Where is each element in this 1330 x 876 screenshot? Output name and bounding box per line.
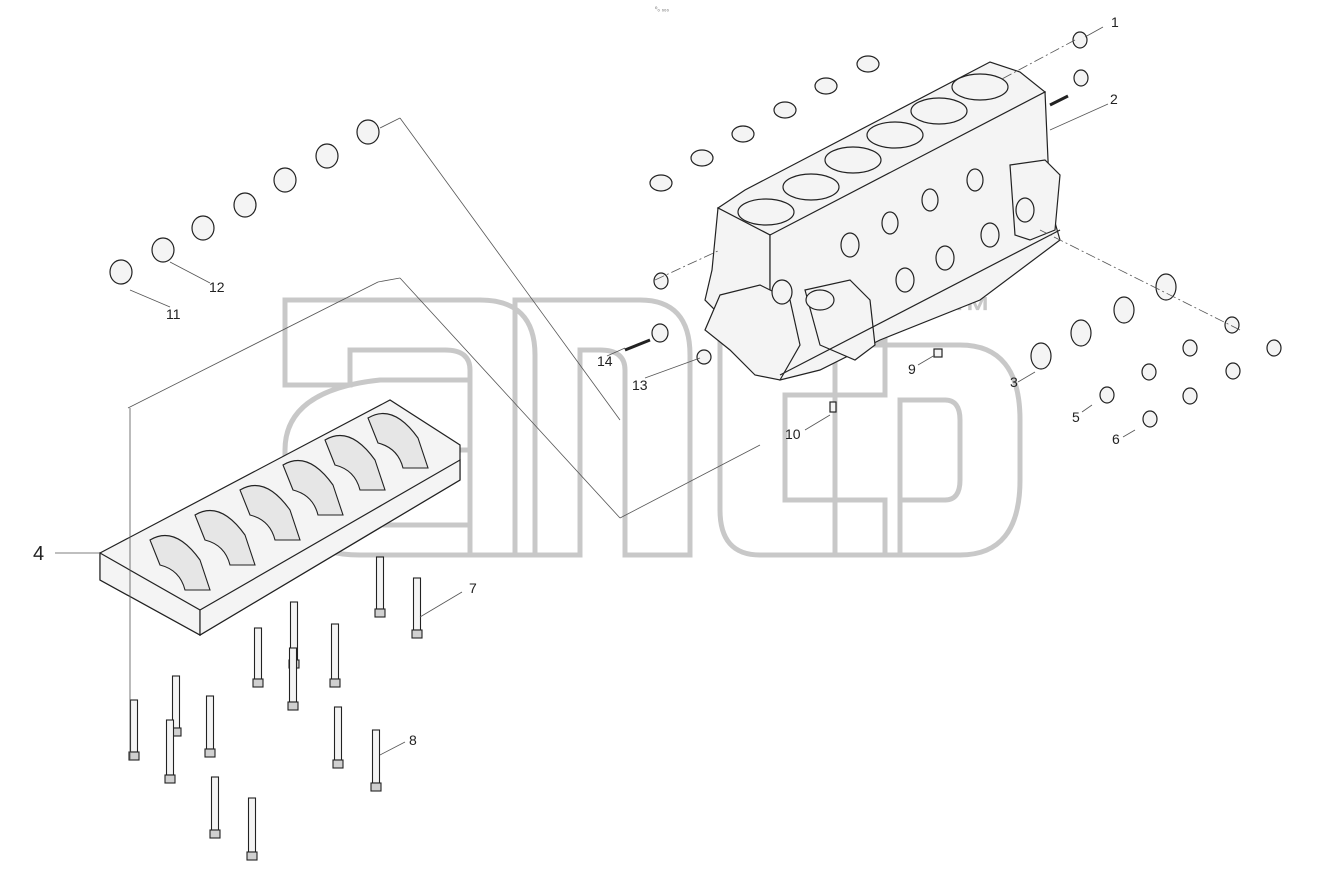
- bolt: [246, 797, 258, 861]
- callout-10: 10: [785, 426, 801, 442]
- bolt: [329, 623, 341, 688]
- bolt: [411, 577, 423, 639]
- bolt: [252, 627, 264, 688]
- bolt: [287, 647, 299, 711]
- callout-14: 14: [597, 353, 613, 369]
- leader-lines: [55, 26, 1241, 760]
- callout-labels: 1 2 3 4 5 6 7 8 9 10 11 12 13 14: [33, 14, 1120, 748]
- bolt: [204, 695, 216, 758]
- callout-7: 7: [469, 580, 477, 596]
- cylinder-liners: [649, 31, 1089, 192]
- callout-1: 1: [1111, 14, 1119, 30]
- bolt: [128, 699, 140, 761]
- bolt: [164, 719, 176, 784]
- callout-9: 9: [908, 361, 916, 377]
- callout-5: 5: [1072, 409, 1080, 425]
- bolt: [332, 706, 344, 769]
- callout-6: 6: [1112, 431, 1120, 447]
- bearing-ladder-frame: [99, 399, 461, 637]
- bolt: [374, 556, 386, 618]
- callout-2: 2: [1110, 91, 1118, 107]
- callout-3: 3: [1010, 374, 1018, 390]
- bolt: [209, 776, 221, 839]
- small-fasteners: [624, 94, 1069, 413]
- expansion-plugs: [1030, 273, 1282, 428]
- drawing-code: ⁰₀ ₀₀₀: [655, 6, 670, 13]
- bolts: [128, 556, 423, 861]
- cylinder-block: [704, 61, 1061, 381]
- bolt: [370, 729, 382, 792]
- callout-8: 8: [409, 732, 417, 748]
- callout-4: 4: [33, 543, 44, 565]
- callout-13: 13: [632, 377, 648, 393]
- camshaft-bushings: [109, 119, 380, 285]
- callout-11: 11: [166, 306, 181, 322]
- callout-12: 12: [209, 279, 225, 295]
